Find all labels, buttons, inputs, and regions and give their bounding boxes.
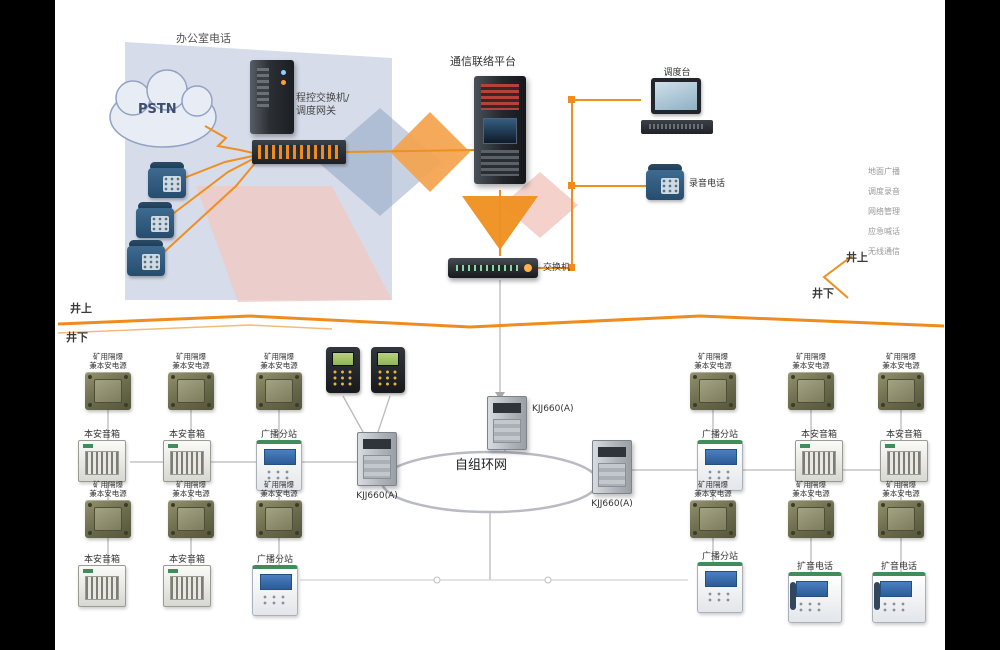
- office-phone-1: [148, 162, 186, 198]
- handset-icon: [790, 582, 796, 610]
- zone-underground-right: 井下: [812, 287, 834, 300]
- power-supply: 矿用隔爆兼本安电源: [878, 480, 924, 538]
- power-supply: 矿用隔爆兼本安电源: [690, 352, 736, 410]
- speaker-label: 本安音箱: [168, 430, 206, 440]
- power-supply-label: 矿用隔爆兼本安电源: [792, 352, 830, 370]
- amp-phone: 扩音电话: [872, 562, 926, 623]
- speaker: 本安音箱: [78, 555, 126, 607]
- broadcast-substation: 广播分站: [697, 552, 743, 613]
- recording-phone-label: 录音电话: [689, 179, 726, 189]
- substation-label: 广播分站: [701, 552, 739, 562]
- letterbox-right: [945, 0, 1000, 650]
- power-supply: 矿用隔爆兼本安电源: [85, 480, 131, 538]
- pstn-cloud: [109, 69, 217, 148]
- kjj-left-label: KJJ660(A): [356, 491, 398, 501]
- core-switch-label: 交换机: [543, 263, 571, 273]
- power-supply: 矿用隔爆兼本安电源: [788, 480, 834, 538]
- side-notes: 地面广播 调度录音 网络管理 应急喊话 无线通信: [868, 167, 900, 256]
- power-supply-label: 矿用隔爆兼本安电源: [89, 352, 127, 370]
- office-phone-2: [136, 202, 174, 238]
- handheld-terminal-1: [326, 347, 360, 393]
- pbx-label: 程控交换机/ 调度网关: [296, 93, 350, 117]
- speaker: 本安音箱: [795, 430, 843, 482]
- broadcast-substation: 广播分站: [697, 430, 743, 491]
- power-supply: 矿用隔爆兼本安电源: [256, 352, 302, 410]
- office-phone-3: [127, 240, 165, 276]
- power-supply: 矿用隔爆兼本安电源: [168, 480, 214, 538]
- power-supply-label: 矿用隔爆兼本安电源: [694, 480, 732, 498]
- kjj-right-label: KJJ660(A): [591, 499, 633, 509]
- broadcast-substation: 广播分站: [252, 555, 298, 616]
- speaker-label: 本安音箱: [885, 430, 923, 440]
- power-supply: 矿用隔爆兼本安电源: [788, 352, 834, 410]
- amp-phone-label: 扩音电话: [880, 562, 918, 572]
- speaker-label: 本安音箱: [800, 430, 838, 440]
- handset-icon: [648, 164, 682, 173]
- handset-icon: [138, 202, 172, 211]
- substation-label: 广播分站: [256, 555, 294, 565]
- junction-dot: [433, 576, 441, 584]
- speaker-label: 本安音箱: [168, 555, 206, 565]
- keypad-icon: [142, 254, 160, 270]
- handset-icon: [150, 162, 184, 171]
- channel-bank: [252, 140, 346, 164]
- dispatch-console-label: 调度台: [663, 68, 691, 78]
- kjj-center-label: KJJ660(A): [532, 404, 574, 414]
- amp-phone-label: 扩音电话: [796, 562, 834, 572]
- speaker: 本安音箱: [880, 430, 928, 482]
- junction-dot: [544, 576, 552, 584]
- kjj-switch-left: KJJ660(A): [356, 432, 398, 501]
- power-supply-label: 矿用隔爆兼本安电源: [694, 352, 732, 370]
- keypad-icon: [661, 178, 679, 194]
- speaker: 本安音箱: [163, 430, 211, 482]
- speaker: 本安音箱: [78, 430, 126, 482]
- broadcast-substation: 广播分站: [256, 430, 302, 491]
- platform-label: 通信联络平台: [450, 55, 516, 68]
- platform-server: [474, 76, 526, 184]
- zone-underground-left: 井下: [66, 331, 88, 344]
- power-supply-label: 矿用隔爆兼本安电源: [882, 352, 920, 370]
- power-supply: 矿用隔爆兼本安电源: [168, 352, 214, 410]
- monitor-icon: [651, 78, 701, 114]
- power-supply: 矿用隔爆兼本安电源: [256, 480, 302, 538]
- zone-surface-left: 井上: [70, 302, 92, 315]
- handset-icon: [874, 582, 880, 610]
- office-phones-label: 办公室电话: [176, 32, 231, 45]
- speaker-label: 本安音箱: [83, 555, 121, 565]
- handheld-terminal-2: [371, 347, 405, 393]
- ring-network-label: 自组环网: [455, 458, 508, 473]
- power-supply: 矿用隔爆兼本安电源: [85, 352, 131, 410]
- power-supply-label: 矿用隔爆兼本安电源: [260, 480, 298, 498]
- pstn-label: PSTN: [138, 102, 177, 117]
- recording-phone: 录音电话: [646, 164, 725, 200]
- power-supply-label: 矿用隔爆兼本安电源: [89, 480, 127, 498]
- power-supply: 矿用隔爆兼本安电源: [878, 352, 924, 410]
- substation-label: 广播分站: [260, 430, 298, 440]
- server-screen: [483, 118, 517, 144]
- power-supply-label: 矿用隔爆兼本安电源: [882, 480, 920, 498]
- kjj-switch-center: KJJ660(A): [487, 396, 574, 450]
- speaker: 本安音箱: [163, 555, 211, 607]
- power-supply-label: 矿用隔爆兼本安电源: [172, 352, 210, 370]
- power-supply-label: 矿用隔爆兼本安电源: [792, 480, 830, 498]
- junction-squares: [568, 96, 575, 271]
- substation-label: 广播分站: [701, 430, 739, 440]
- keypad-icon: [163, 176, 181, 192]
- pbx-tower: [250, 60, 294, 134]
- power-supply-label: 矿用隔爆兼本安电源: [172, 480, 210, 498]
- surface-underground-divider: [57, 314, 945, 334]
- keypad-icon: [151, 216, 169, 232]
- kjj-switch-right: KJJ660(A): [591, 440, 633, 509]
- power-supply-label: 矿用隔爆兼本安电源: [260, 352, 298, 370]
- zone-surface-right: 井上: [846, 251, 868, 264]
- speaker-label: 本安音箱: [83, 430, 121, 440]
- power-supply: 矿用隔爆兼本安电源: [690, 480, 736, 538]
- handset-icon: [129, 240, 163, 249]
- amp-phone: 扩音电话: [788, 562, 842, 623]
- dispatch-console: 调度台: [641, 68, 713, 134]
- letterbox-left: [0, 0, 55, 650]
- core-switch: 交换机: [448, 258, 570, 278]
